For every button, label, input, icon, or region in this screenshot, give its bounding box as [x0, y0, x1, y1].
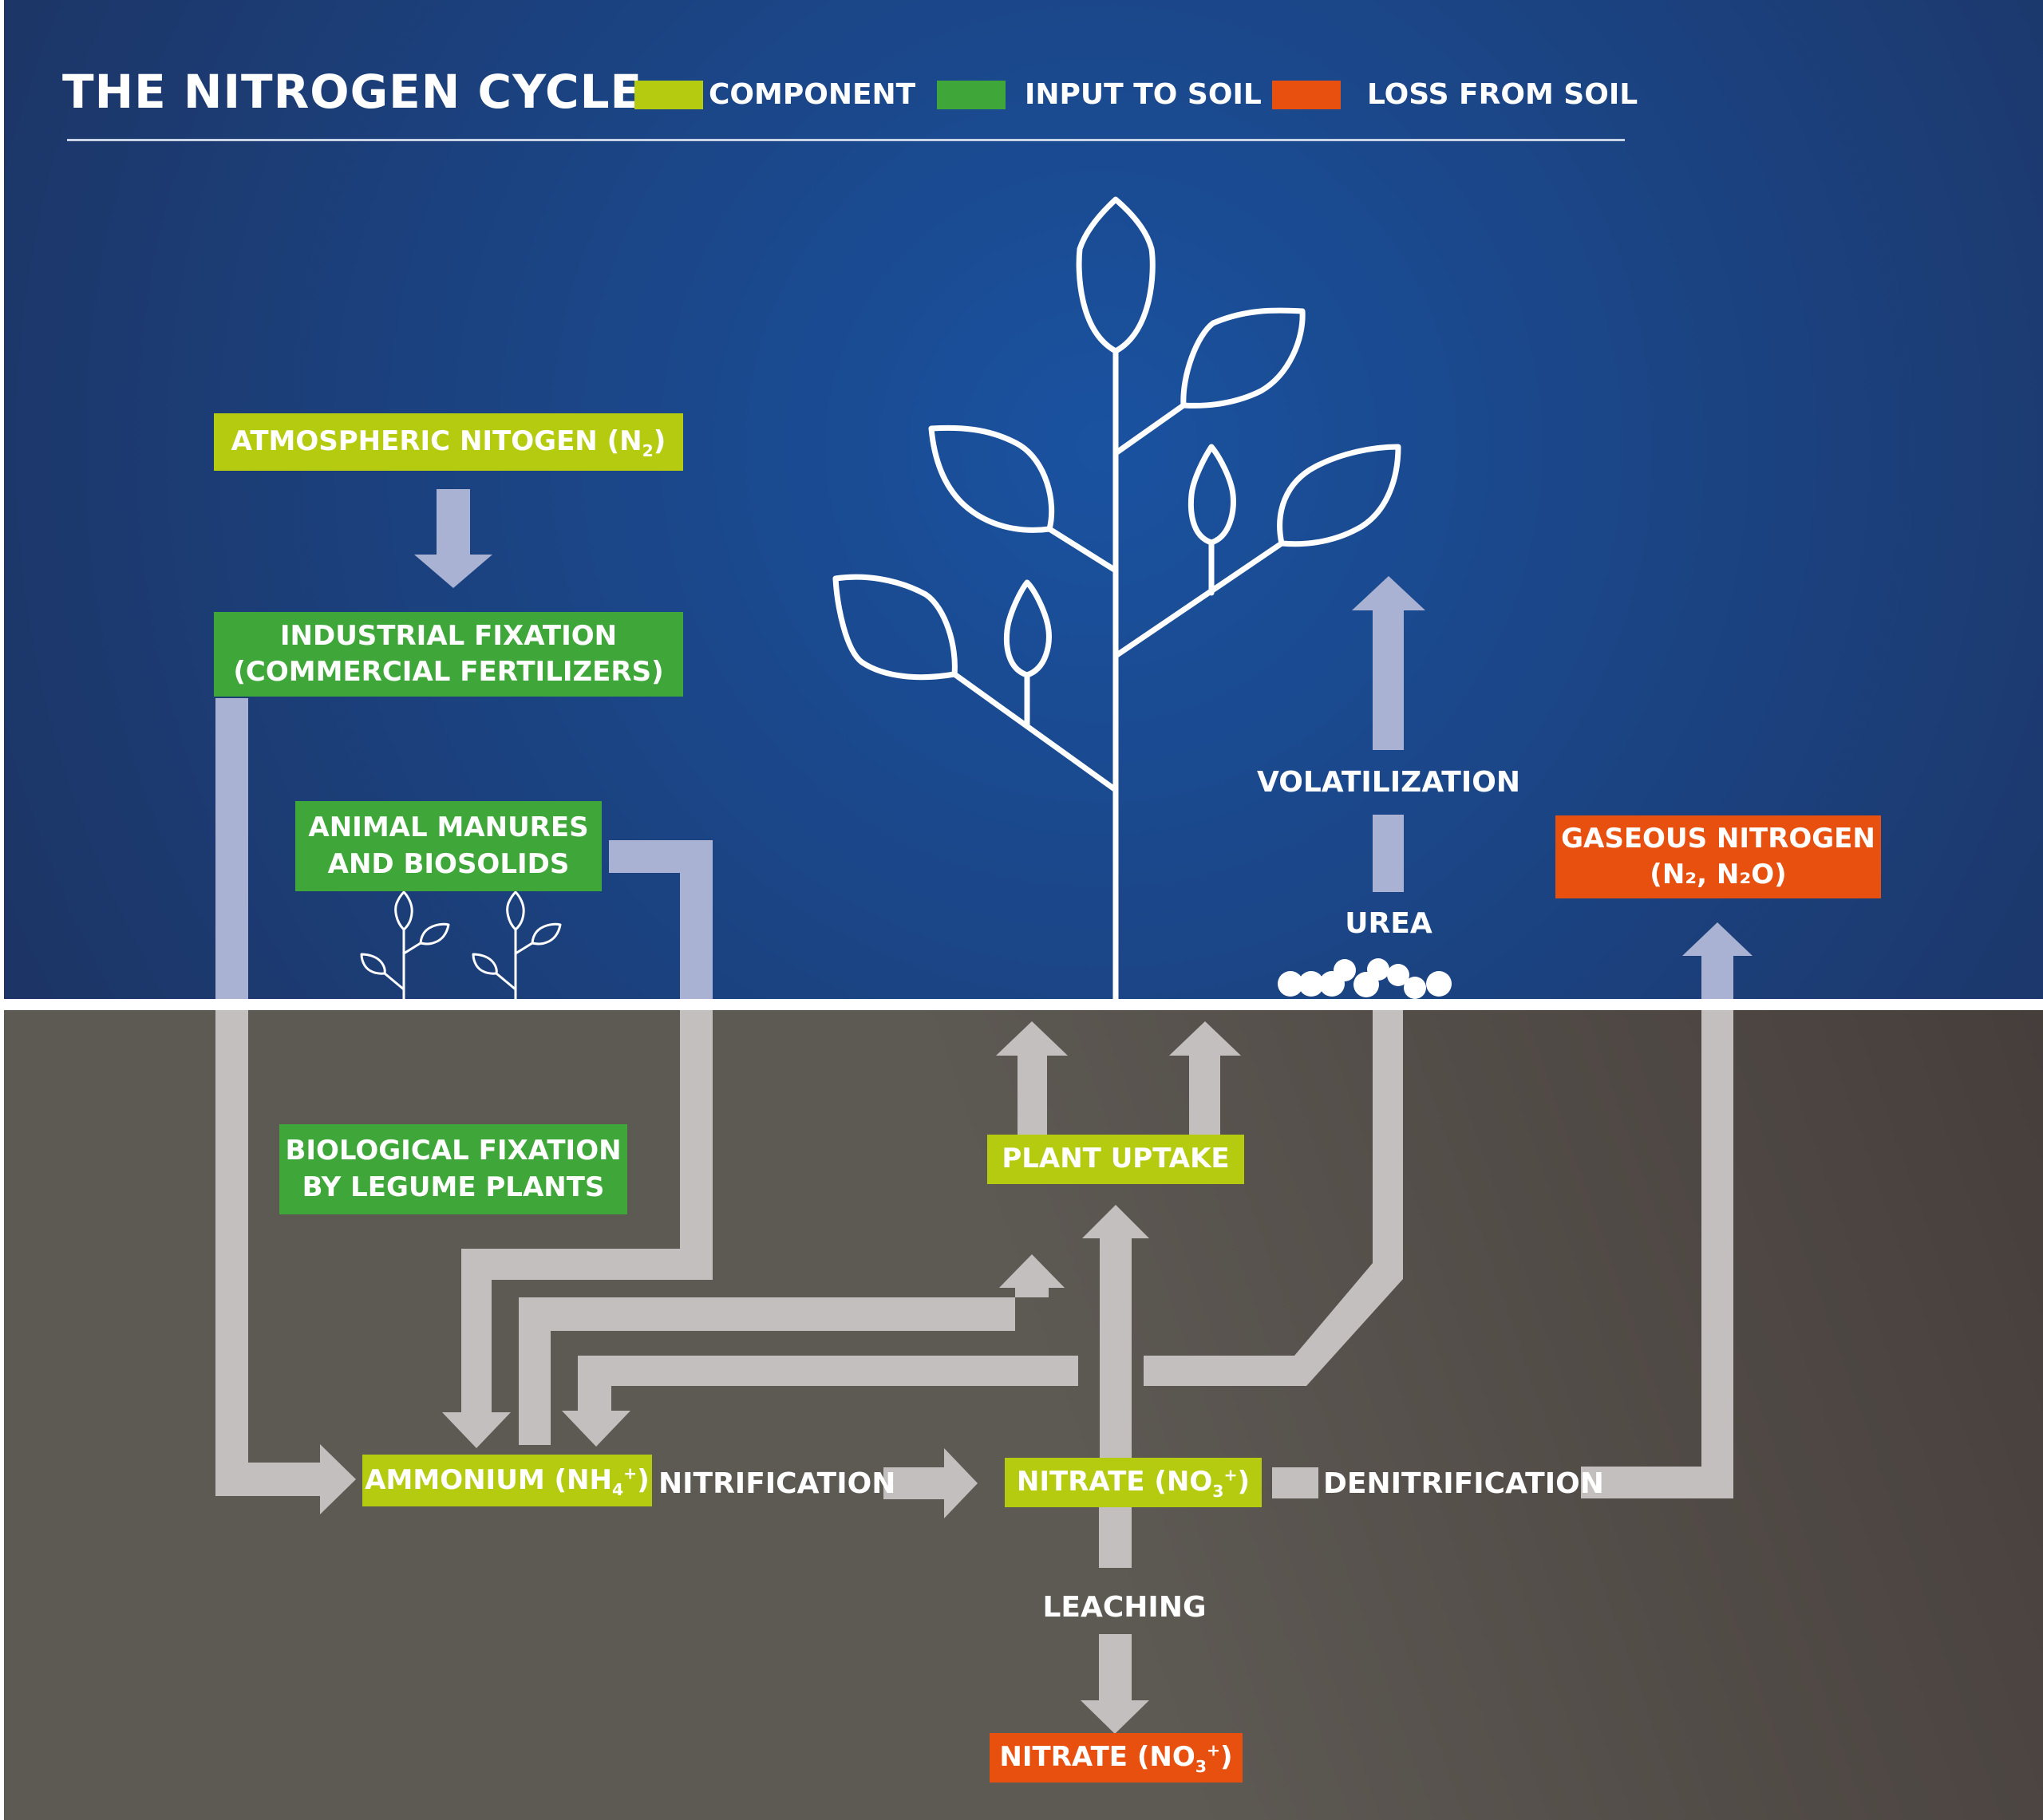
node-atmospheric-nitrogen-tail: )	[653, 425, 666, 458]
legend-swatch-component	[634, 81, 703, 109]
flow-arrow-icon	[996, 1021, 1068, 1135]
flow-arrow-icon	[1144, 1010, 1403, 1386]
flow-arrow-icon	[1373, 815, 1404, 892]
flow-arrow-icon	[1169, 1021, 1241, 1135]
node-biological-fixation-line1: BIOLOGICAL FIXATION	[285, 1135, 622, 1167]
flow-arrow-icon	[1272, 1467, 1318, 1498]
node-animal-manures-line1: ANIMAL MANURES	[308, 811, 589, 844]
node-ammonium: AMMONIUM (NH4+)	[362, 1455, 652, 1506]
node-atmospheric-nitrogen-subscript: 2	[642, 441, 654, 461]
node-nitrate-tail: )	[1237, 1466, 1251, 1498]
flow-arrow-icon	[442, 1010, 713, 1448]
node-nitrate: NITRATE (NO3+)	[1005, 1458, 1262, 1507]
node-biological-fixation-line2: BY LEGUME PLANTS	[302, 1171, 605, 1203]
node-gaseous-nitrogen: GASEOUS NITROGEN (N₂, N₂O)	[1555, 815, 1881, 898]
title-divider	[67, 139, 1625, 141]
node-nitrate-leached-tail: )	[1220, 1741, 1233, 1774]
flow-arrow-icon	[1099, 1507, 1132, 1568]
flow-arrow-icon	[215, 1010, 356, 1514]
node-animal-manures: ANIMAL MANURES AND BIOSOLIDS	[295, 801, 602, 891]
node-nitrate-leached: NITRATE (NO3+)	[990, 1733, 1243, 1782]
legend-swatch-input	[937, 81, 1006, 109]
flow-arrow-icon	[883, 1448, 978, 1518]
node-industrial-fixation-line1: INDUSTRIAL FIXATION	[279, 619, 618, 652]
flow-arrow-icon	[1682, 922, 1753, 999]
node-atmospheric-nitrogen: ATMOSPHERIC NITOGEN (N2)	[214, 413, 683, 471]
flow-arrow-icon	[562, 1356, 1078, 1447]
large-plant-icon	[832, 196, 1401, 1002]
node-industrial-fixation: INDUSTRIAL FIXATION (COMMERCIAL FERTILIZ…	[214, 612, 683, 697]
urea-pellets-icon	[1278, 958, 1452, 999]
node-gaseous-nitrogen-line1: GASEOUS NITROGEN	[1561, 822, 1875, 855]
node-nitrate-subscript: 3	[1212, 1482, 1224, 1502]
flow-arrow-icon	[519, 1254, 1065, 1445]
node-ammonium-tail: )	[637, 1463, 650, 1496]
legend-swatch-loss	[1272, 81, 1341, 109]
flow-arrows	[215, 489, 1753, 1734]
flow-label-leaching: LEACHING	[1042, 1591, 1207, 1624]
node-animal-manures-line2: AND BIOSOLIDS	[327, 847, 570, 880]
node-nitrate-leached-subscript: 3	[1195, 1757, 1207, 1777]
flow-arrow-icon	[1352, 576, 1425, 750]
flow-label-urea: UREA	[1345, 907, 1432, 940]
seedling-icon	[360, 890, 450, 1001]
diagram-title: THE NITROGEN CYCLE	[62, 65, 643, 119]
legend-label-component: COMPONENT	[709, 78, 916, 111]
legend-label-input: INPUT TO SOIL	[1025, 78, 1262, 111]
flow-label-nitrification: NITRIFICATION	[658, 1467, 896, 1500]
node-gaseous-nitrogen-line2: (N₂, N₂O)	[1650, 859, 1787, 890]
seedling-icon	[472, 890, 562, 1001]
legend-label-loss: LOSS FROM SOIL	[1367, 78, 1638, 111]
node-nitrate-leached-label: NITRATE (NO	[999, 1741, 1195, 1774]
flow-arrow-icon	[609, 840, 713, 999]
node-nitrate-superscript: +	[1223, 1466, 1238, 1486]
node-biological-fixation: BIOLOGICAL FIXATION BY LEGUME PLANTS	[279, 1124, 627, 1214]
node-industrial-fixation-line2: (COMMERCIAL FERTILIZERS)	[233, 656, 664, 688]
node-nitrate-leached-superscript: +	[1206, 1741, 1221, 1761]
node-nitrate-label: NITRATE (NO	[1016, 1466, 1213, 1498]
flow-arrow-icon	[1581, 1010, 1733, 1498]
flow-arrow-icon	[1081, 1634, 1149, 1734]
node-ammonium-label: AMMONIUM (NH	[365, 1463, 612, 1496]
flow-label-denitrification: DENITRIFICATION	[1323, 1467, 1604, 1500]
node-ammonium-subscript: 4	[611, 1479, 624, 1499]
flow-arrow-icon	[414, 489, 492, 588]
soil-line	[4, 999, 2043, 1010]
node-atmospheric-nitrogen-label: ATMOSPHERIC NITOGEN (N	[231, 425, 642, 458]
flow-arrow-icon	[1082, 1205, 1149, 1458]
node-plant-uptake-label: PLANT UPTAKE	[1002, 1143, 1230, 1175]
node-ammonium-superscript: +	[623, 1463, 638, 1483]
flow-label-volatilization: VOLATILIZATION	[1257, 766, 1520, 799]
node-plant-uptake: PLANT UPTAKE	[987, 1135, 1244, 1184]
flow-arrow-icon	[215, 698, 248, 999]
